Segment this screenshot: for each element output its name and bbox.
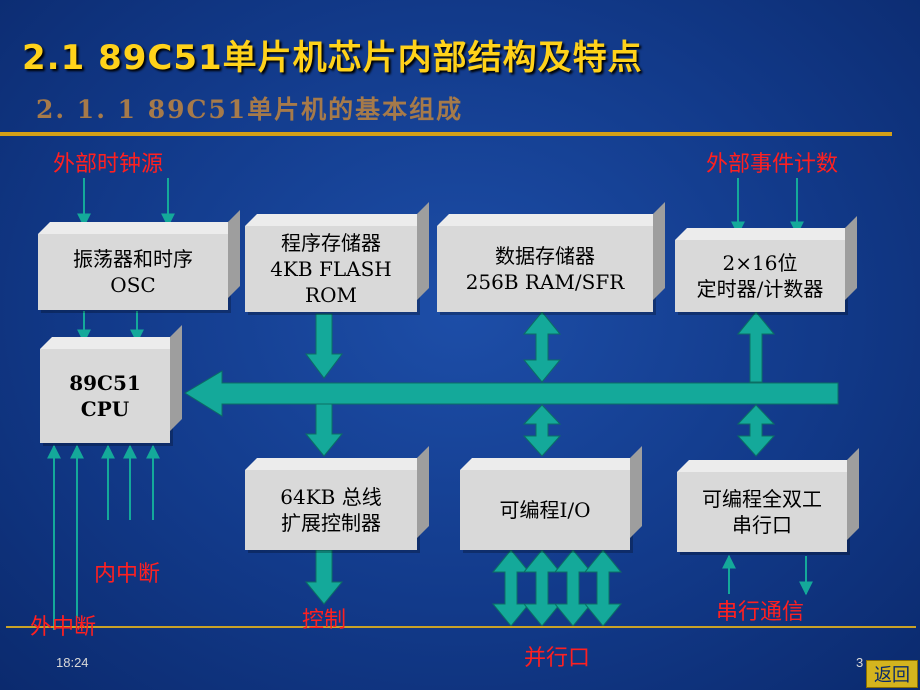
thin-arrows: [47, 178, 813, 630]
programmable-io-line-1: 可编程I/O: [499, 498, 591, 522]
bottom-divider: [6, 626, 916, 628]
block-top-face: [437, 214, 665, 226]
oscillator-block: 振荡器和时序 OSC: [38, 210, 240, 310]
program-memory-line-3: ROM: [305, 283, 357, 307]
cpu-line-2: CPU: [80, 397, 130, 421]
serial-port-block: 可编程全双工 串行口: [677, 448, 859, 552]
serial-comm-label: 串行通信: [716, 600, 805, 625]
block-side-face: [417, 446, 429, 538]
serial-port-line-2: 串行口: [732, 513, 792, 537]
cpu-block: 89C51 CPU: [40, 325, 182, 443]
program-memory-line-2: 4KB FLASH: [270, 257, 392, 281]
block-side-face: [417, 202, 429, 300]
timer-line-2: 定时器/计数器: [696, 277, 824, 301]
oscillator-line-2: OSC: [110, 273, 156, 297]
block-side-face: [228, 210, 240, 298]
block-top-face: [38, 222, 240, 234]
block-top-face: [460, 458, 642, 470]
title-divider: [0, 132, 892, 136]
timer-line-1: 2×16位: [722, 251, 798, 275]
parallel-port-label: 并行口: [524, 646, 591, 671]
back-button[interactable]: 返回: [866, 660, 918, 688]
bus-controller-block: 64KB 总线 扩展控制器: [245, 446, 429, 550]
block-side-face: [170, 325, 182, 431]
block-top-face: [677, 460, 859, 472]
block-top-face: [245, 458, 429, 470]
block-top-face: [245, 214, 429, 226]
internal-interrupt-label: 内中断: [94, 562, 161, 587]
ext-clock-label: 外部时钟源: [53, 152, 164, 177]
block-side-face: [845, 216, 857, 300]
timer-block: 2×16位 定时器/计数器: [675, 216, 857, 312]
external-interrupt-label: 外中断: [30, 615, 97, 640]
block-top-face: [40, 337, 182, 349]
data-memory-line-1: 数据存储器: [495, 244, 595, 268]
programmable-io-block: 可编程I/O: [460, 446, 642, 550]
cpu-line-1: 89C51: [69, 371, 141, 395]
serial-port-line-1: 可编程全双工: [702, 487, 822, 511]
footer-time: 18:24: [56, 655, 89, 670]
page-subtitle: 2. 1. 1 89C51单片机的基本组成: [36, 95, 464, 124]
block-side-face: [847, 448, 859, 540]
page-title: 2.1 89C51单片机芯片内部结构及特点: [22, 38, 643, 78]
oscillator-line-1: 振荡器和时序: [73, 247, 193, 271]
block-top-face: [675, 228, 857, 240]
data-memory-block: 数据存储器 256B RAM/SFR: [437, 202, 665, 312]
data-memory-line-2: 256B RAM/SFR: [465, 270, 625, 294]
bus-controller-line-1: 64KB 总线: [280, 485, 382, 509]
control-label: 控制: [302, 608, 347, 633]
page-number: 3: [856, 655, 864, 670]
program-memory-block: 程序存储器 4KB FLASH ROM: [245, 202, 429, 312]
ext-event-label: 外部事件计数: [706, 152, 839, 177]
block-side-face: [653, 202, 665, 300]
program-memory-line-1: 程序存储器: [281, 231, 381, 255]
bus-controller-line-2: 扩展控制器: [281, 511, 381, 535]
block-side-face: [630, 446, 642, 538]
